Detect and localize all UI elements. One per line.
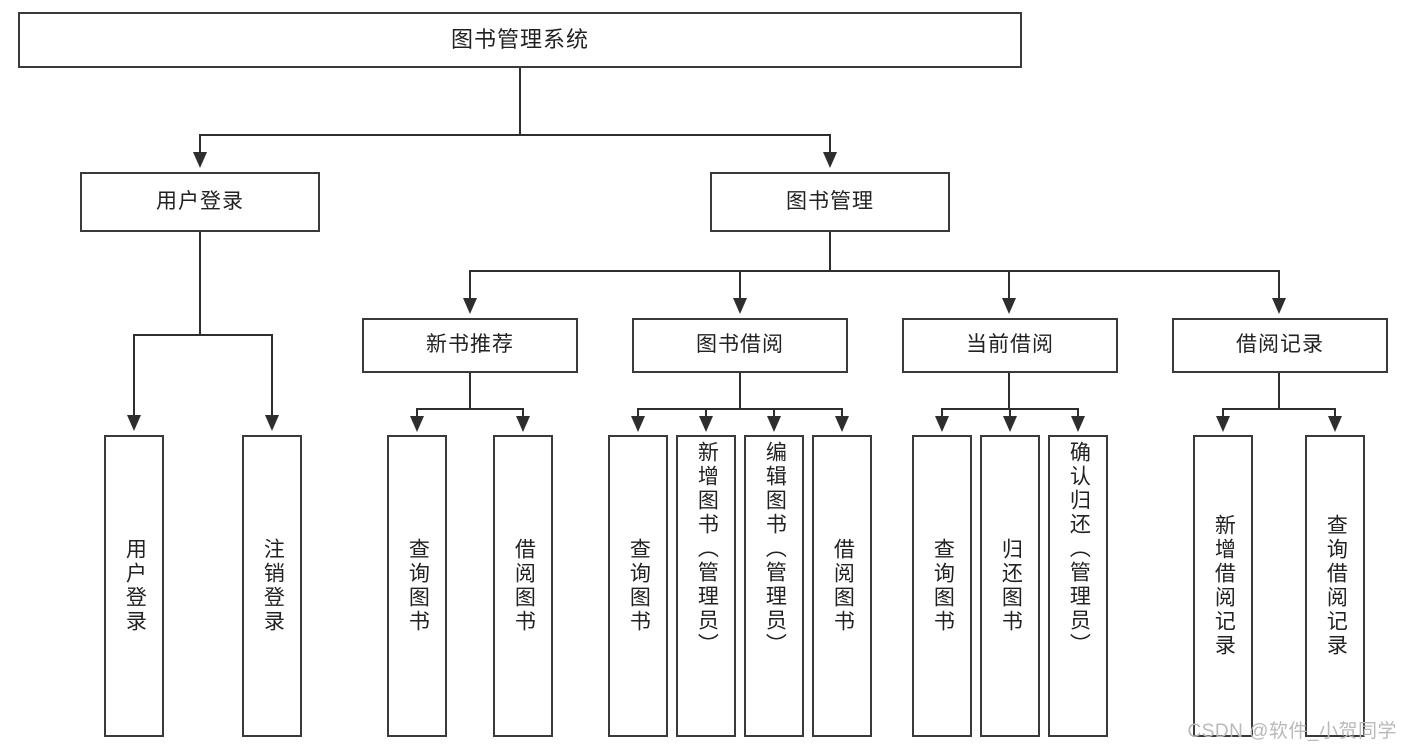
arrowhead-br-query xyxy=(1328,416,1342,432)
connector-drop-user-login xyxy=(199,134,201,156)
arrowhead-login xyxy=(127,415,141,431)
node-label: 用户登录 xyxy=(156,189,244,213)
connector-drop-nb-query xyxy=(416,408,418,419)
leaf-newbook-query-book[interactable]: 查询图书 xyxy=(387,435,447,737)
arrowhead-borrow-record xyxy=(1272,298,1286,314)
arrowhead-bb-add xyxy=(699,416,713,432)
node-borrow-record[interactable]: 借阅记录 xyxy=(1172,318,1388,373)
arrowhead-bb-edit xyxy=(767,416,781,432)
arrowhead-cb-return xyxy=(1003,416,1017,432)
connector-drop-bb-edit xyxy=(773,408,775,419)
connector-drop-br-query xyxy=(1334,408,1336,419)
connector-drop-logout xyxy=(271,334,273,418)
watermark-text: CSDN @软件_小贺同学 xyxy=(1187,721,1397,742)
leaf-bookborrow-borrow-book[interactable]: 借阅图书 xyxy=(812,435,872,737)
connector-drop-bb-borrow xyxy=(841,408,843,419)
node-label: 借阅记录 xyxy=(1236,333,1324,357)
connector-borrow-record-bus xyxy=(1222,408,1336,410)
node-root-system[interactable]: 图书管理系统 xyxy=(18,12,1022,68)
leaf-label: 新增借阅记录 xyxy=(1212,514,1236,658)
arrowhead-user-login xyxy=(193,152,207,168)
node-label: 图书借阅 xyxy=(696,333,784,357)
connector-drop-cb-query xyxy=(941,408,943,419)
node-label: 图书管理 xyxy=(786,189,874,213)
leaf-label: 查询借阅记录 xyxy=(1324,514,1348,658)
connector-drop-book-manage xyxy=(829,134,831,156)
connector-drop-cb-return xyxy=(1009,408,1011,419)
arrowhead-logout xyxy=(265,415,279,431)
node-book-borrow[interactable]: 图书借阅 xyxy=(632,318,848,373)
leaf-currentborrow-return-book[interactable]: 归还图书 xyxy=(980,435,1040,737)
connector-book-borrow-bus xyxy=(637,408,842,410)
leaf-borrowrecord-query-record[interactable]: 查询借阅记录 xyxy=(1305,435,1365,737)
connector-drop-login xyxy=(133,334,135,418)
arrowhead-new-book xyxy=(463,298,477,314)
arrowhead-cb-query xyxy=(935,416,949,432)
arrowhead-current-borrow xyxy=(1002,298,1016,314)
arrowhead-book-borrow xyxy=(733,298,747,314)
connector-drop-current-borrow xyxy=(1008,270,1010,302)
leaf-user-login[interactable]: 用户登录 xyxy=(104,435,164,737)
connector-level3-bus xyxy=(469,270,1280,272)
leaf-user-logout[interactable]: 注销登录 xyxy=(242,435,302,737)
connector-level2-bus xyxy=(199,134,831,136)
arrowhead-bb-query xyxy=(631,416,645,432)
leaf-label: 注销登录 xyxy=(261,538,285,634)
leaf-label: 查询图书 xyxy=(406,538,430,634)
node-label: 图书管理系统 xyxy=(450,27,589,53)
leaf-label: 查询图书 xyxy=(931,538,955,634)
arrowhead-bb-borrow xyxy=(835,416,849,432)
leaf-borrowrecord-add-record[interactable]: 新增借阅记录 xyxy=(1193,435,1253,737)
connector-drop-nb-borrow xyxy=(522,408,524,419)
leaf-bookborrow-add-book[interactable]: 新增图书（管理员） xyxy=(676,435,736,737)
leaf-label: 用户登录 xyxy=(123,538,147,634)
node-label: 当前借阅 xyxy=(966,333,1054,357)
connector-user-login-stem xyxy=(199,232,201,335)
connector-drop-new-book xyxy=(469,270,471,302)
connector-book-borrow-stem xyxy=(739,373,741,409)
arrowhead-nb-borrow xyxy=(516,416,530,432)
connector-drop-bb-query xyxy=(637,408,639,419)
arrowhead-cb-confirm xyxy=(1071,416,1085,432)
leaf-label: 借阅图书 xyxy=(512,538,536,634)
connector-user-login-bus xyxy=(133,334,271,336)
connector-current-borrow-stem xyxy=(1008,373,1010,409)
leaf-label: 归还图书 xyxy=(999,538,1023,634)
leaf-currentborrow-confirm-return[interactable]: 确认归还（管理员） xyxy=(1048,435,1108,737)
leaf-label: 借阅图书 xyxy=(831,538,855,634)
connector-drop-book-borrow xyxy=(739,270,741,302)
node-current-borrow[interactable]: 当前借阅 xyxy=(902,318,1118,373)
leaf-label: 新增图书（管理员） xyxy=(695,441,719,657)
connector-borrow-record-stem xyxy=(1278,373,1280,409)
connector-root-stem xyxy=(519,68,521,135)
connector-drop-bb-add xyxy=(705,408,707,419)
arrowhead-nb-query xyxy=(410,416,424,432)
leaf-bookborrow-edit-book[interactable]: 编辑图书（管理员） xyxy=(744,435,804,737)
leaf-bookborrow-query-book[interactable]: 查询图书 xyxy=(608,435,668,737)
node-user-login[interactable]: 用户登录 xyxy=(80,172,320,232)
arrowhead-br-add xyxy=(1216,416,1230,432)
connector-drop-cb-confirm xyxy=(1077,408,1079,419)
leaf-label: 确认归还（管理员） xyxy=(1067,441,1091,657)
connector-new-book-bus xyxy=(416,408,524,410)
connector-book-management-stem xyxy=(829,232,831,271)
connector-new-book-stem xyxy=(469,373,471,409)
connector-drop-br-add xyxy=(1222,408,1224,419)
leaf-label: 查询图书 xyxy=(627,538,651,634)
arrowhead-book-manage xyxy=(823,152,837,168)
leaf-currentborrow-query-book[interactable]: 查询图书 xyxy=(912,435,972,737)
connector-drop-borrow-record xyxy=(1278,270,1280,302)
node-new-book-recommend[interactable]: 新书推荐 xyxy=(362,318,578,373)
leaf-label: 编辑图书（管理员） xyxy=(763,441,787,657)
leaf-newbook-borrow-book[interactable]: 借阅图书 xyxy=(493,435,553,737)
node-book-management[interactable]: 图书管理 xyxy=(710,172,950,232)
node-label: 新书推荐 xyxy=(426,333,514,357)
